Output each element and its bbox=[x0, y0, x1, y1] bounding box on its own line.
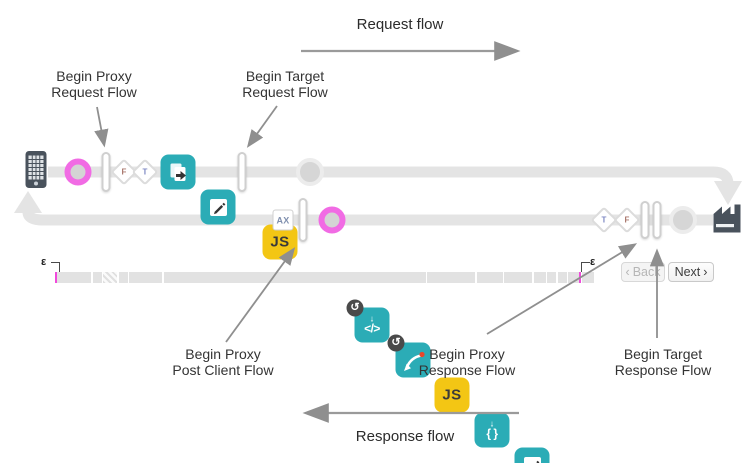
target-server-icon[interactable] bbox=[712, 202, 742, 238]
back-button[interactable]: ‹Back bbox=[621, 262, 665, 282]
timeline-segment bbox=[581, 272, 594, 283]
timeline-end-tick bbox=[579, 272, 581, 283]
client-device-icon[interactable] bbox=[25, 151, 47, 194]
replay-badge-icon: ↺ bbox=[346, 299, 364, 317]
request-sent-circle bbox=[296, 158, 324, 186]
begin-target-request-flow-marker[interactable] bbox=[237, 152, 247, 192]
back-button-label: Back bbox=[632, 265, 661, 279]
pencil-icon bbox=[523, 456, 541, 463]
next-button-label: Next bbox=[674, 265, 701, 279]
trace-timeline-bar bbox=[57, 272, 595, 283]
annotation-line: Begin Proxy bbox=[429, 346, 505, 362]
timeline-segment-hatched bbox=[103, 272, 117, 283]
condition-letter: T bbox=[601, 215, 607, 225]
policy-json-response-icon[interactable]: ↓{ } bbox=[474, 412, 510, 448]
annotation-line: Response Flow bbox=[418, 362, 516, 378]
request-track-down-arrowhead-icon bbox=[714, 181, 742, 205]
timeline-segment bbox=[92, 272, 102, 283]
response-track-up-arrowhead-icon bbox=[14, 191, 42, 213]
policy-edit-request-icon[interactable] bbox=[200, 189, 236, 225]
timeline-epsilon-right: ε bbox=[590, 256, 596, 268]
timeline-segment bbox=[504, 272, 532, 283]
timeline-bracket-left bbox=[51, 262, 60, 272]
annotation-line: Request Flow bbox=[242, 84, 328, 100]
condition-letter: F bbox=[624, 215, 630, 225]
timeline-segment bbox=[163, 272, 426, 283]
pencil-icon bbox=[209, 198, 227, 216]
annotation-line: Response Flow bbox=[614, 362, 712, 378]
begin-proxy-response-flow-marker[interactable] bbox=[640, 201, 650, 239]
timeline-segment bbox=[57, 272, 91, 283]
policy-javascript-response[interactable]: JS bbox=[434, 377, 470, 413]
condition-letter: F bbox=[121, 167, 127, 177]
copy-arrow-icon bbox=[170, 163, 186, 181]
timeline-segment bbox=[427, 272, 475, 283]
policy-copy-request-icon[interactable] bbox=[160, 154, 196, 190]
target-response-circle bbox=[669, 206, 697, 234]
timeline-segment bbox=[118, 272, 128, 283]
replay-badge-icon: ↺ bbox=[387, 334, 405, 352]
timeline-segment bbox=[547, 272, 556, 283]
factory-icon bbox=[713, 204, 741, 233]
policy-edit-response-icon[interactable] bbox=[514, 447, 550, 463]
post-client-start-circle bbox=[318, 206, 346, 234]
annotation-line: Begin Proxy bbox=[185, 346, 261, 362]
timeline-segment bbox=[476, 272, 503, 283]
down-arrow-glyph-icon: ↓ bbox=[369, 313, 375, 324]
begin-proxy-post-client-flow-marker[interactable] bbox=[298, 198, 308, 242]
response-flow-title: Response flow bbox=[355, 428, 455, 445]
timeline-segment bbox=[129, 272, 162, 283]
smartphone-icon bbox=[25, 151, 47, 188]
tile-label: JS bbox=[442, 386, 462, 404]
begin-target-response-flow-marker[interactable] bbox=[652, 201, 662, 239]
request-flow-title: Request flow bbox=[356, 16, 444, 33]
tile-label: JS bbox=[270, 233, 290, 251]
timeline-epsilon-left: ε bbox=[41, 256, 47, 268]
braces-glyph-icon: { } bbox=[486, 426, 498, 441]
annotation-line: Request Flow bbox=[51, 84, 137, 100]
annotation-line: Post Client Flow bbox=[172, 362, 274, 378]
ax-label: AX bbox=[276, 215, 290, 225]
code-glyph-icon: </> bbox=[364, 321, 380, 336]
timeline-start-tick bbox=[55, 272, 57, 283]
route-curve-icon bbox=[403, 351, 425, 371]
annotation-line: Begin Target bbox=[623, 346, 703, 362]
analytics-ax-step[interactable]: AX bbox=[272, 209, 294, 231]
policy-route-response-icon[interactable]: ↺ bbox=[387, 334, 431, 378]
timeline-segment bbox=[557, 272, 567, 283]
timeline-segment bbox=[533, 272, 546, 283]
next-button[interactable]: Next› bbox=[668, 262, 714, 282]
begin-proxy-request-flow-marker[interactable] bbox=[101, 152, 111, 192]
down-arrow-glyph-icon: ↓ bbox=[489, 418, 495, 429]
annotation-line: Begin Proxy bbox=[56, 68, 132, 84]
condition-letter: T bbox=[142, 167, 148, 177]
next-chevron-icon: › bbox=[703, 265, 708, 279]
back-chevron-icon: ‹ bbox=[625, 265, 630, 279]
policy-code-response-icon[interactable]: ↓</>↺ bbox=[346, 299, 390, 343]
response-flow-track bbox=[22, 211, 713, 226]
annotation-line: Begin Target bbox=[245, 68, 325, 84]
proxy-request-start-circle bbox=[64, 158, 92, 186]
timeline-bracket-right bbox=[581, 262, 590, 272]
